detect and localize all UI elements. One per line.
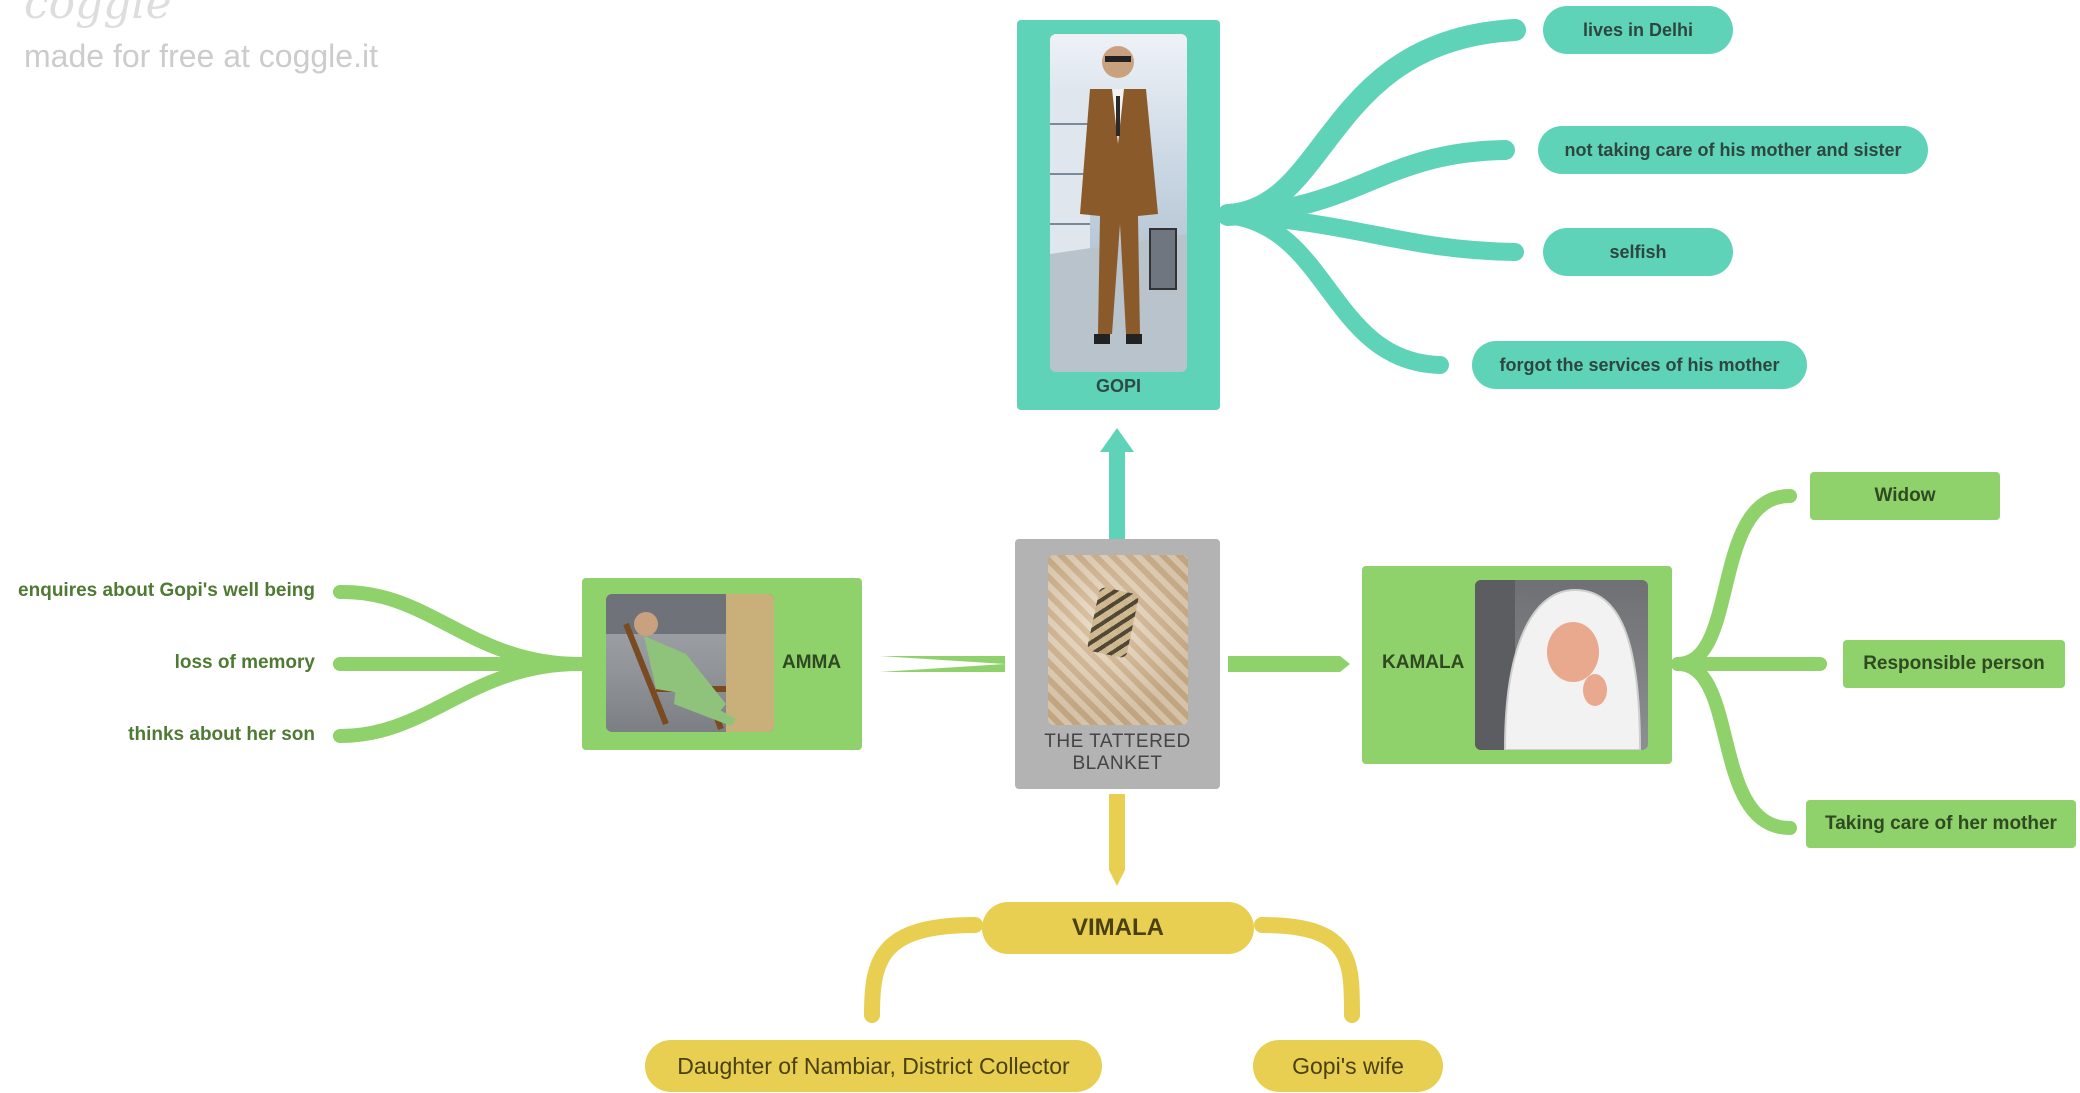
kamala-trait-taking-care[interactable]: Taking care of her mother	[1806, 800, 2076, 848]
branding-tagline: made for free at coggle.it	[24, 38, 378, 74]
amma-node[interactable]: AMMA	[582, 578, 862, 750]
gopi-node[interactable]: GOPI	[1017, 20, 1220, 410]
tattered-blanket-image	[1048, 555, 1188, 725]
gopi-trait-lives-in-delhi[interactable]: lives in Delhi	[1543, 6, 1733, 54]
center-node[interactable]: THE TATTERED BLANKET	[1015, 539, 1220, 789]
kamala-image	[1475, 580, 1648, 750]
amma-trait-enquires[interactable]: enquires about Gopi's well being	[18, 580, 315, 601]
kamala-label: KAMALA	[1382, 652, 1465, 673]
center-node-title: THE TATTERED BLANKET	[1044, 731, 1191, 774]
vimala-trait-gopis-wife[interactable]: Gopi's wife	[1253, 1040, 1443, 1092]
connector-center-kamala	[1228, 656, 1350, 672]
connector-center-amma	[880, 656, 1005, 672]
gopi-label: GOPI	[1095, 376, 1141, 396]
connector-vimala-traits	[864, 917, 1360, 1023]
kamala-node[interactable]: KAMALA	[1362, 566, 1672, 764]
connector-center-vimala	[1109, 794, 1125, 886]
amma-label: AMMA	[782, 652, 842, 673]
vimala-node[interactable]: VIMALA	[982, 902, 1254, 954]
connector-kamala-traits	[1671, 489, 1827, 835]
connector-amma-traits	[333, 584, 587, 743]
coggle-logo: coggle	[24, 0, 172, 29]
kamala-trait-responsible[interactable]: Responsible person	[1843, 640, 2065, 688]
amma-trait-loss-of-memory[interactable]: loss of memory	[174, 652, 315, 673]
gopi-trait-forgot-services[interactable]: forgot the services of his mother	[1472, 341, 1807, 389]
gopi-trait-not-taking-care[interactable]: not taking care of his mother and sister	[1538, 126, 1928, 174]
gopi-trait-selfish[interactable]: selfish	[1543, 228, 1733, 276]
connector-gopi-traits	[1217, 19, 1526, 374]
gopi-image	[1050, 34, 1187, 372]
kamala-trait-widow[interactable]: Widow	[1810, 472, 2000, 520]
amma-trait-thinks-about-son[interactable]: thinks about her son	[128, 724, 315, 745]
connector-center-gopi	[1100, 428, 1134, 540]
amma-image	[606, 594, 774, 732]
vimala-trait-daughter[interactable]: Daughter of Nambiar, District Collector	[645, 1040, 1102, 1092]
